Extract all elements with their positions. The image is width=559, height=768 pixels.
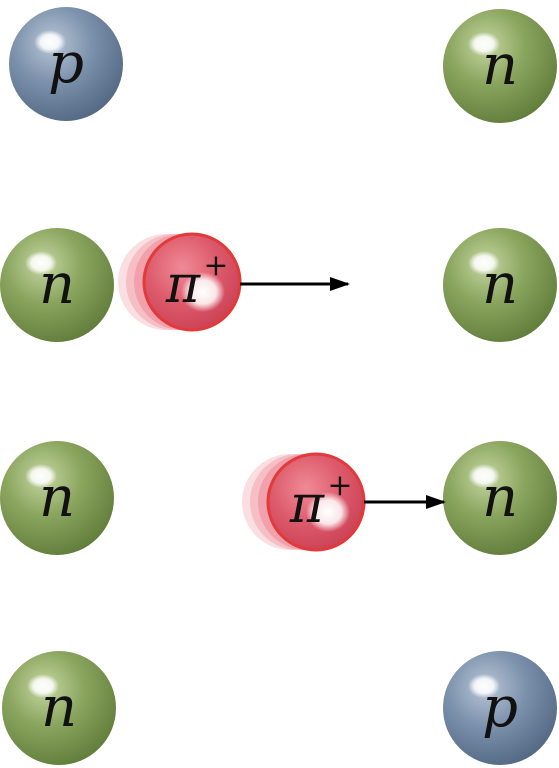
neutron-right-3: n	[443, 441, 557, 555]
pion-symbol: π	[289, 475, 325, 535]
proton-left-top: p	[9, 7, 123, 121]
particle-label: p	[48, 31, 84, 96]
particle-label: p	[482, 675, 518, 740]
pion-lower: π +	[242, 452, 446, 552]
neutron-left-2: n	[0, 228, 114, 342]
pion-highlight	[181, 272, 225, 312]
neutron-left-3: n	[0, 441, 114, 555]
pion-highlight	[306, 492, 350, 532]
particle-label: n	[482, 33, 518, 98]
pion-symbol: π	[165, 255, 201, 315]
particle-label: n	[39, 252, 75, 317]
pion-charge: +	[203, 248, 228, 283]
neutron-left-bottom: n	[2, 651, 116, 765]
neutron-right-2: n	[443, 228, 557, 342]
particle-label: n	[482, 465, 518, 530]
particle-label: n	[41, 675, 77, 740]
particle-label: n	[482, 252, 518, 317]
pion-upper: π +	[118, 232, 350, 332]
neutron-right-top: n	[443, 9, 557, 123]
particle-label: n	[39, 465, 75, 530]
pion-charge: +	[327, 468, 352, 503]
proton-right-bottom: p	[443, 651, 557, 765]
